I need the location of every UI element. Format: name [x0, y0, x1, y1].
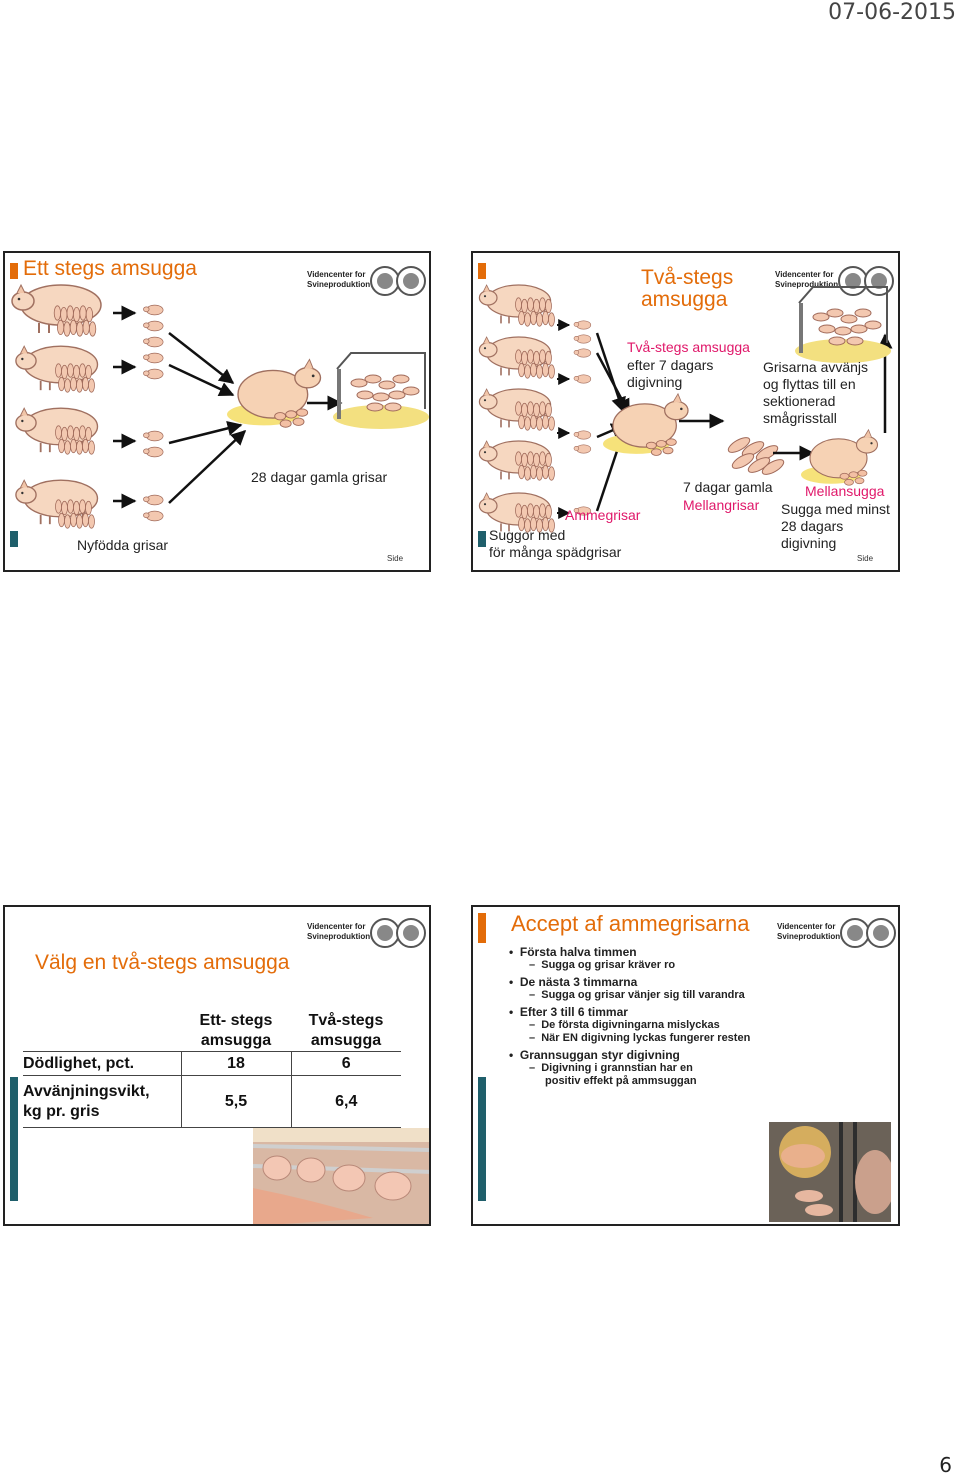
teal-bar: [478, 531, 486, 547]
farrowing-pen-photo: [769, 1122, 891, 1222]
slide-title: Ett stegs amsugga: [23, 257, 197, 280]
page-number: 6: [939, 1453, 952, 1477]
piglets-icon: [53, 305, 97, 337]
sub-bullet-item: – När EN digivning lyckas fungerer reste…: [529, 1032, 751, 1044]
orange-bar: [478, 913, 486, 943]
bullet-item: • Grannsuggan styr digivning: [509, 1048, 680, 1062]
sub-bullet-item: – Digivning i grannstian har en: [529, 1062, 693, 1074]
nursing-sow-icon: [227, 358, 322, 428]
teal-bar: [10, 1077, 18, 1201]
label-ammegrisar: Ammegrisar: [565, 507, 641, 523]
piglets-photo: [253, 1128, 429, 1224]
note-two-step: Två-stegs amsugga: [627, 339, 750, 355]
sub-bullet-item: positiv effekt på ammsuggan: [545, 1075, 697, 1087]
label-mellangrisar: Mellangrisar: [683, 497, 760, 513]
table-row: Avvänjningsvikt,kg pr. gris 5,5 6,4: [23, 1075, 401, 1128]
side-label: Side: [387, 554, 404, 563]
teal-bar: [10, 531, 18, 547]
sub-bullet-item: – De första digivningarna mislyckas: [529, 1019, 720, 1031]
slide-choose-two-step: Välg en två-stegs amsugga Videncenter fo…: [3, 905, 431, 1226]
bullet-item: • Första halva timmen: [509, 945, 637, 959]
header-date: 07-06-2015: [828, 0, 956, 25]
label-28-days: 28 dagar gamla grisar: [251, 469, 388, 485]
teal-bar: [478, 1077, 486, 1201]
label-seven-days: 7 dagar gamla: [683, 479, 773, 495]
pen-icon: [332, 352, 429, 429]
label-mellansugga: Mellansugga: [805, 483, 885, 499]
bullet-item: • De nästa 3 timmarna: [509, 975, 638, 989]
sub-bullet-item: – Sugga og grisar vänjer sig till varand…: [529, 989, 745, 1001]
label-newborn: Nyfödda grisar: [77, 537, 169, 553]
one-step-illustration: [11, 284, 429, 529]
slide-title: Accept af ammegrisarna: [511, 911, 750, 936]
middle-piglets-icon: [727, 437, 785, 475]
two-step-illustration: [478, 284, 893, 533]
slide-title: Välg en två-stegs amsugga: [35, 951, 290, 974]
side-label: Side: [857, 554, 874, 563]
orange-bar: [10, 263, 18, 279]
sub-bullet-item: – Sugga og grisar kräver ro: [529, 959, 676, 971]
table-row: Dödlighet, pct. 18 6: [23, 1051, 401, 1076]
bullet-item: • Efter 3 till 6 timmar: [509, 1005, 628, 1019]
orange-bar: [478, 263, 486, 279]
